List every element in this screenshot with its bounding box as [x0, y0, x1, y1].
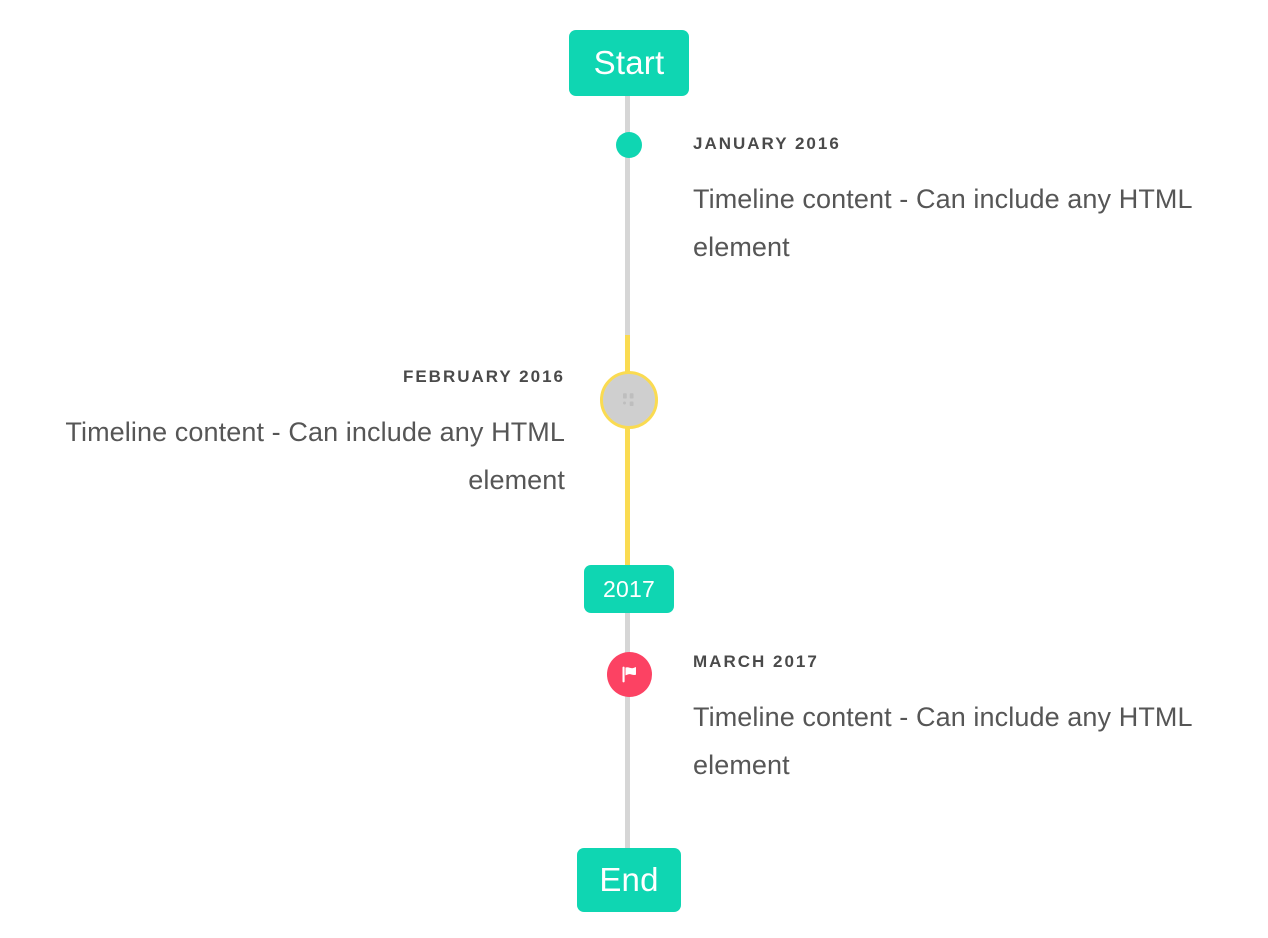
timeline-marker-march-2017[interactable] — [607, 652, 652, 697]
placeholder-icon — [623, 393, 634, 406]
timeline-line-segment-top — [625, 88, 630, 338]
timeline-entry-body-january-2016: Timeline content - Can include any HTML … — [693, 184, 1192, 262]
timeline-marker-february-2016[interactable] — [600, 371, 658, 429]
timeline-start-badge-label: Start — [593, 44, 665, 81]
flag-icon — [622, 666, 636, 683]
timeline-end-badge[interactable]: End — [577, 848, 681, 912]
timeline-entry-date-march-2017: MARCH 2017 — [693, 652, 819, 671]
timeline-entry-body-february-2016: Timeline content - Can include any HTML … — [65, 417, 565, 495]
timeline-entry-january-2016: JANUARY 2016 Timeline content - Can incl… — [693, 133, 1233, 271]
timeline-marker-january-2016[interactable] — [616, 132, 642, 158]
timeline-entry-body-march-2017: Timeline content - Can include any HTML … — [693, 702, 1192, 780]
timeline-start-badge[interactable]: Start — [569, 30, 689, 96]
timeline-line-segment-middle — [625, 610, 630, 860]
timeline-end-badge-label: End — [599, 861, 659, 898]
timeline-entry-date-january-2016: JANUARY 2016 — [693, 134, 841, 153]
timeline-line-segment-yellow — [625, 335, 630, 575]
timeline-year-badge-label: 2017 — [603, 575, 655, 602]
timeline-entry-march-2017: MARCH 2017 Timeline content - Can includ… — [693, 651, 1233, 789]
timeline-entry-february-2016: FEBRUARY 2016 Timeline content - Can inc… — [30, 366, 565, 504]
timeline-entry-date-february-2016: FEBRUARY 2016 — [402, 367, 565, 386]
timeline-year-badge-2017[interactable]: 2017 — [584, 565, 674, 613]
